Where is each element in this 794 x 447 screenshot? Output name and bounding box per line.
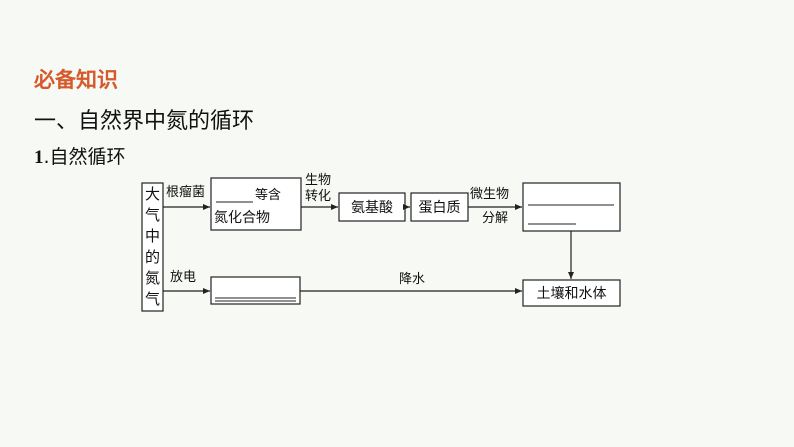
label-root-nodule: 根瘤菌 [166, 184, 205, 200]
label-bio: 生物 [305, 173, 331, 188]
label-microbe: 微生物 [470, 187, 509, 202]
atmosphere-char: 氮 [145, 269, 160, 287]
decomposition-result-box [522, 182, 621, 232]
subheading-text: .自然循环 [43, 146, 126, 168]
label-conversion: 转化 [305, 189, 331, 204]
atmosphere-char: 气 [145, 290, 160, 308]
heading-natural-nitrogen-cycle: 一、自然界中氮的循环 [34, 109, 255, 134]
soil-water-label: 土壤和水体 [537, 285, 607, 302]
atmosphere-char: 大 [145, 185, 160, 203]
atmospheric-nitrogen-box [141, 182, 164, 312]
subheading-natural-cycle: 1.自然循环 [34, 142, 126, 169]
label-decompose: 分解 [482, 211, 508, 226]
atmosphere-char: 气 [145, 206, 160, 224]
nitrogen-compounds-suffix: 等含 [255, 187, 281, 203]
protein-box [410, 192, 469, 222]
label-rain: 降水 [399, 272, 425, 287]
nitrogen-compounds-box [210, 177, 302, 231]
discharge-product-box [210, 276, 301, 305]
subheading-number: 1 [34, 147, 44, 168]
protein-label: 蛋白质 [419, 200, 461, 216]
section-title: 必备知识 [34, 68, 118, 92]
nitrogen-compounds-label: 氮化合物 [214, 210, 270, 226]
soil-water-box [522, 279, 621, 307]
amino-acid-label: 氨基酸 [351, 199, 393, 216]
amino-acid-box [338, 192, 406, 222]
atmosphere-char: 的 [145, 248, 160, 266]
atmosphere-char: 中 [145, 227, 160, 245]
label-discharge: 放电 [170, 270, 196, 285]
